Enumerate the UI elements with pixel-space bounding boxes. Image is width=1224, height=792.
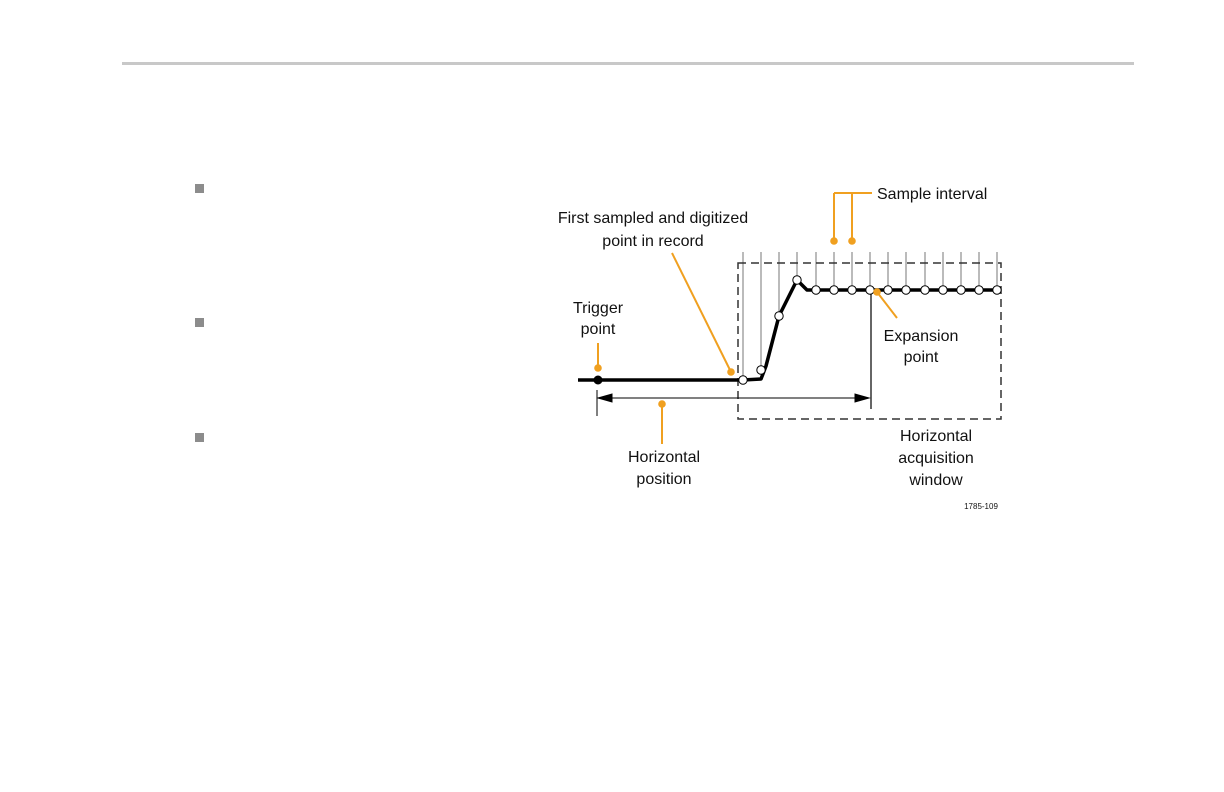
sample-points [739, 276, 1001, 384]
label-acq-window-line3: window [908, 472, 963, 489]
label-expansion-line1: Expansion [884, 328, 959, 345]
figure-id: 1785-109 [964, 502, 998, 511]
label-acq-window-line1: Horizontal [900, 428, 972, 445]
label-first-sampled-line2: point in record [602, 233, 703, 250]
label-horizontal-position-line1: Horizontal [628, 449, 700, 466]
trigger-point-dot [594, 376, 603, 385]
label-expansion-line2: point [904, 349, 939, 366]
label-first-sampled-line1: First sampled and digitized [558, 210, 748, 227]
horizontal-position-arrow [597, 390, 869, 416]
label-trigger-line2: point [581, 321, 616, 338]
label-trigger-line1: Trigger [573, 300, 624, 317]
label-sample-interval: Sample interval [877, 186, 987, 203]
callout-lines [598, 193, 897, 444]
label-horizontal-position-line2: position [636, 471, 691, 488]
label-acq-window-line2: acquisition [898, 450, 974, 467]
